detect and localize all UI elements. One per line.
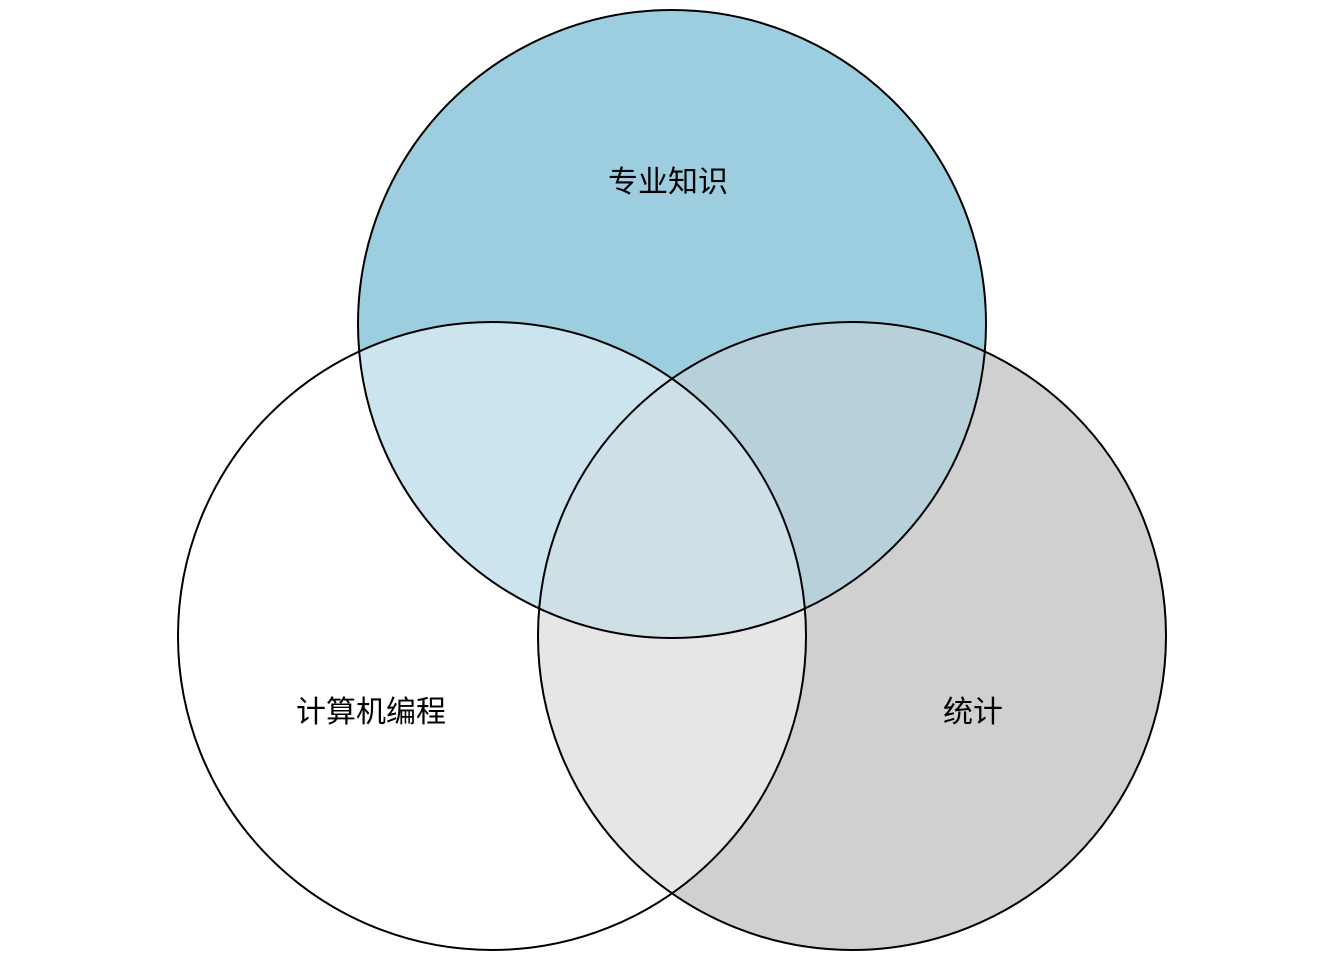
circle-statistics-outline [537, 321, 1167, 951]
label-programming: 计算机编程 [296, 695, 446, 730]
circle-programming-outline [177, 321, 807, 951]
label-domain-knowledge: 专业知识 [608, 165, 728, 200]
circle-domain-outline [357, 9, 987, 639]
label-statistics: 统计 [943, 695, 1003, 730]
region-all-three [538, 322, 806, 638]
